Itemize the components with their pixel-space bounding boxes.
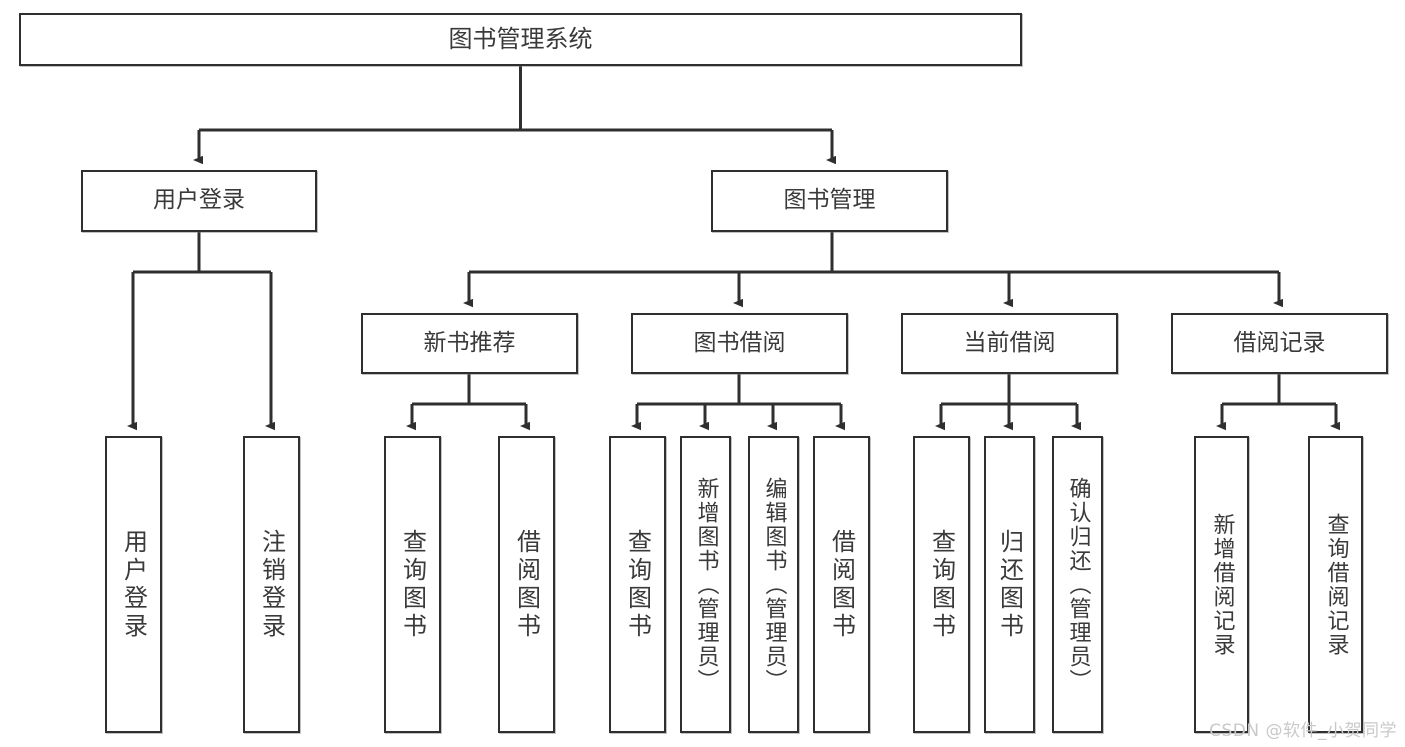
node-book-manage-label: 图书管理 (783, 187, 876, 214)
node-leaf-confirm-return[interactable]: 确认归还（管理员） (1052, 436, 1103, 733)
node-leaf-user-login-label: 用户登录 (119, 528, 148, 641)
node-leaf-query-book-3[interactable]: 查询图书 (913, 436, 970, 733)
node-leaf-edit-book[interactable]: 编辑图书（管理员） (748, 436, 799, 733)
node-leaf-query-book-2-label: 查询图书 (623, 528, 652, 641)
node-borrow-record-label: 借阅记录 (1233, 329, 1326, 356)
node-book-borrow-label: 图书借阅 (693, 329, 786, 356)
node-leaf-add-record-label: 新增借阅记录 (1209, 512, 1235, 657)
node-root[interactable]: 图书管理系统 (19, 13, 1022, 66)
node-current-borrow-label: 当前借阅 (963, 329, 1056, 356)
node-leaf-borrow-book-2-label: 借阅图书 (827, 528, 856, 641)
node-leaf-query-record-label: 查询借阅记录 (1323, 512, 1349, 657)
node-leaf-borrow-book-1[interactable]: 借阅图书 (498, 436, 555, 733)
node-leaf-query-book-2[interactable]: 查询图书 (609, 436, 666, 733)
node-leaf-query-book-3-label: 查询图书 (927, 528, 956, 641)
node-leaf-return-book-label: 归还图书 (995, 528, 1024, 641)
node-leaf-confirm-return-label: 确认归还（管理员） (1065, 476, 1091, 693)
node-leaf-add-record[interactable]: 新增借阅记录 (1194, 436, 1249, 733)
node-user-login-label: 用户登录 (153, 187, 245, 214)
node-book-borrow[interactable]: 图书借阅 (631, 313, 848, 374)
node-leaf-add-book[interactable]: 新增图书（管理员） (680, 436, 731, 733)
node-new-book-recommend-label: 新书推荐 (423, 329, 516, 356)
node-current-borrow[interactable]: 当前借阅 (901, 313, 1118, 374)
node-leaf-logout-login-label: 注销登录 (257, 528, 286, 641)
node-root-label: 图书管理系统 (448, 25, 593, 54)
node-leaf-borrow-book-1-label: 借阅图书 (512, 528, 541, 641)
node-leaf-query-book-1-label: 查询图书 (398, 528, 427, 641)
node-book-manage[interactable]: 图书管理 (711, 170, 948, 232)
node-leaf-edit-book-label: 编辑图书（管理员） (761, 476, 787, 693)
node-leaf-user-login[interactable]: 用户登录 (105, 436, 162, 733)
node-leaf-logout-login[interactable]: 注销登录 (243, 436, 300, 733)
node-leaf-borrow-book-2[interactable]: 借阅图书 (813, 436, 870, 733)
node-leaf-add-book-label: 新增图书（管理员） (693, 476, 719, 693)
node-borrow-record[interactable]: 借阅记录 (1171, 313, 1388, 374)
node-user-login[interactable]: 用户登录 (81, 170, 317, 232)
node-leaf-return-book[interactable]: 归还图书 (984, 436, 1035, 733)
node-leaf-query-record[interactable]: 查询借阅记录 (1308, 436, 1363, 733)
node-leaf-query-book-1[interactable]: 查询图书 (384, 436, 441, 733)
node-new-book-recommend[interactable]: 新书推荐 (361, 313, 578, 374)
